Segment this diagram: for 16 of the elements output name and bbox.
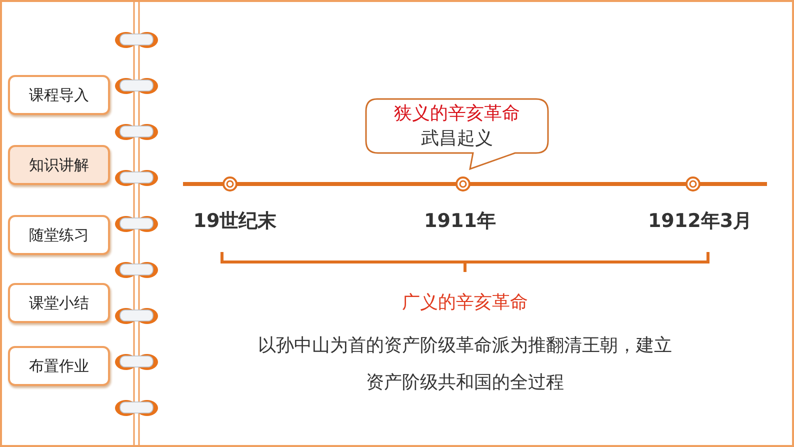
year-label: 1912年3月 <box>646 209 754 234</box>
menu-tab: 知识讲解 <box>8 145 110 185</box>
timeline-dot <box>222 176 238 192</box>
section-heading: 广义的辛亥革命 <box>401 291 529 314</box>
callout-title: 狭义的辛亥革命 <box>393 102 521 125</box>
description-text: 以孙中山为首的资产阶级革命派为推翻清王朝，建立资产阶级共和国的全过程 <box>257 334 673 395</box>
year-label: 19世纪末 <box>192 209 278 234</box>
menu-tab: 课程导入 <box>8 75 110 115</box>
timeline-dot <box>685 176 701 192</box>
menu-tab: 布置作业 <box>8 346 110 386</box>
menu-tab: 随堂练习 <box>8 215 110 255</box>
year-label: 1911年 <box>423 209 497 234</box>
speech-bubble <box>365 98 549 170</box>
timeline-dot <box>455 176 471 192</box>
menu-tab: 课堂小结 <box>8 283 110 323</box>
callout-text: 武昌起义 <box>420 127 494 150</box>
